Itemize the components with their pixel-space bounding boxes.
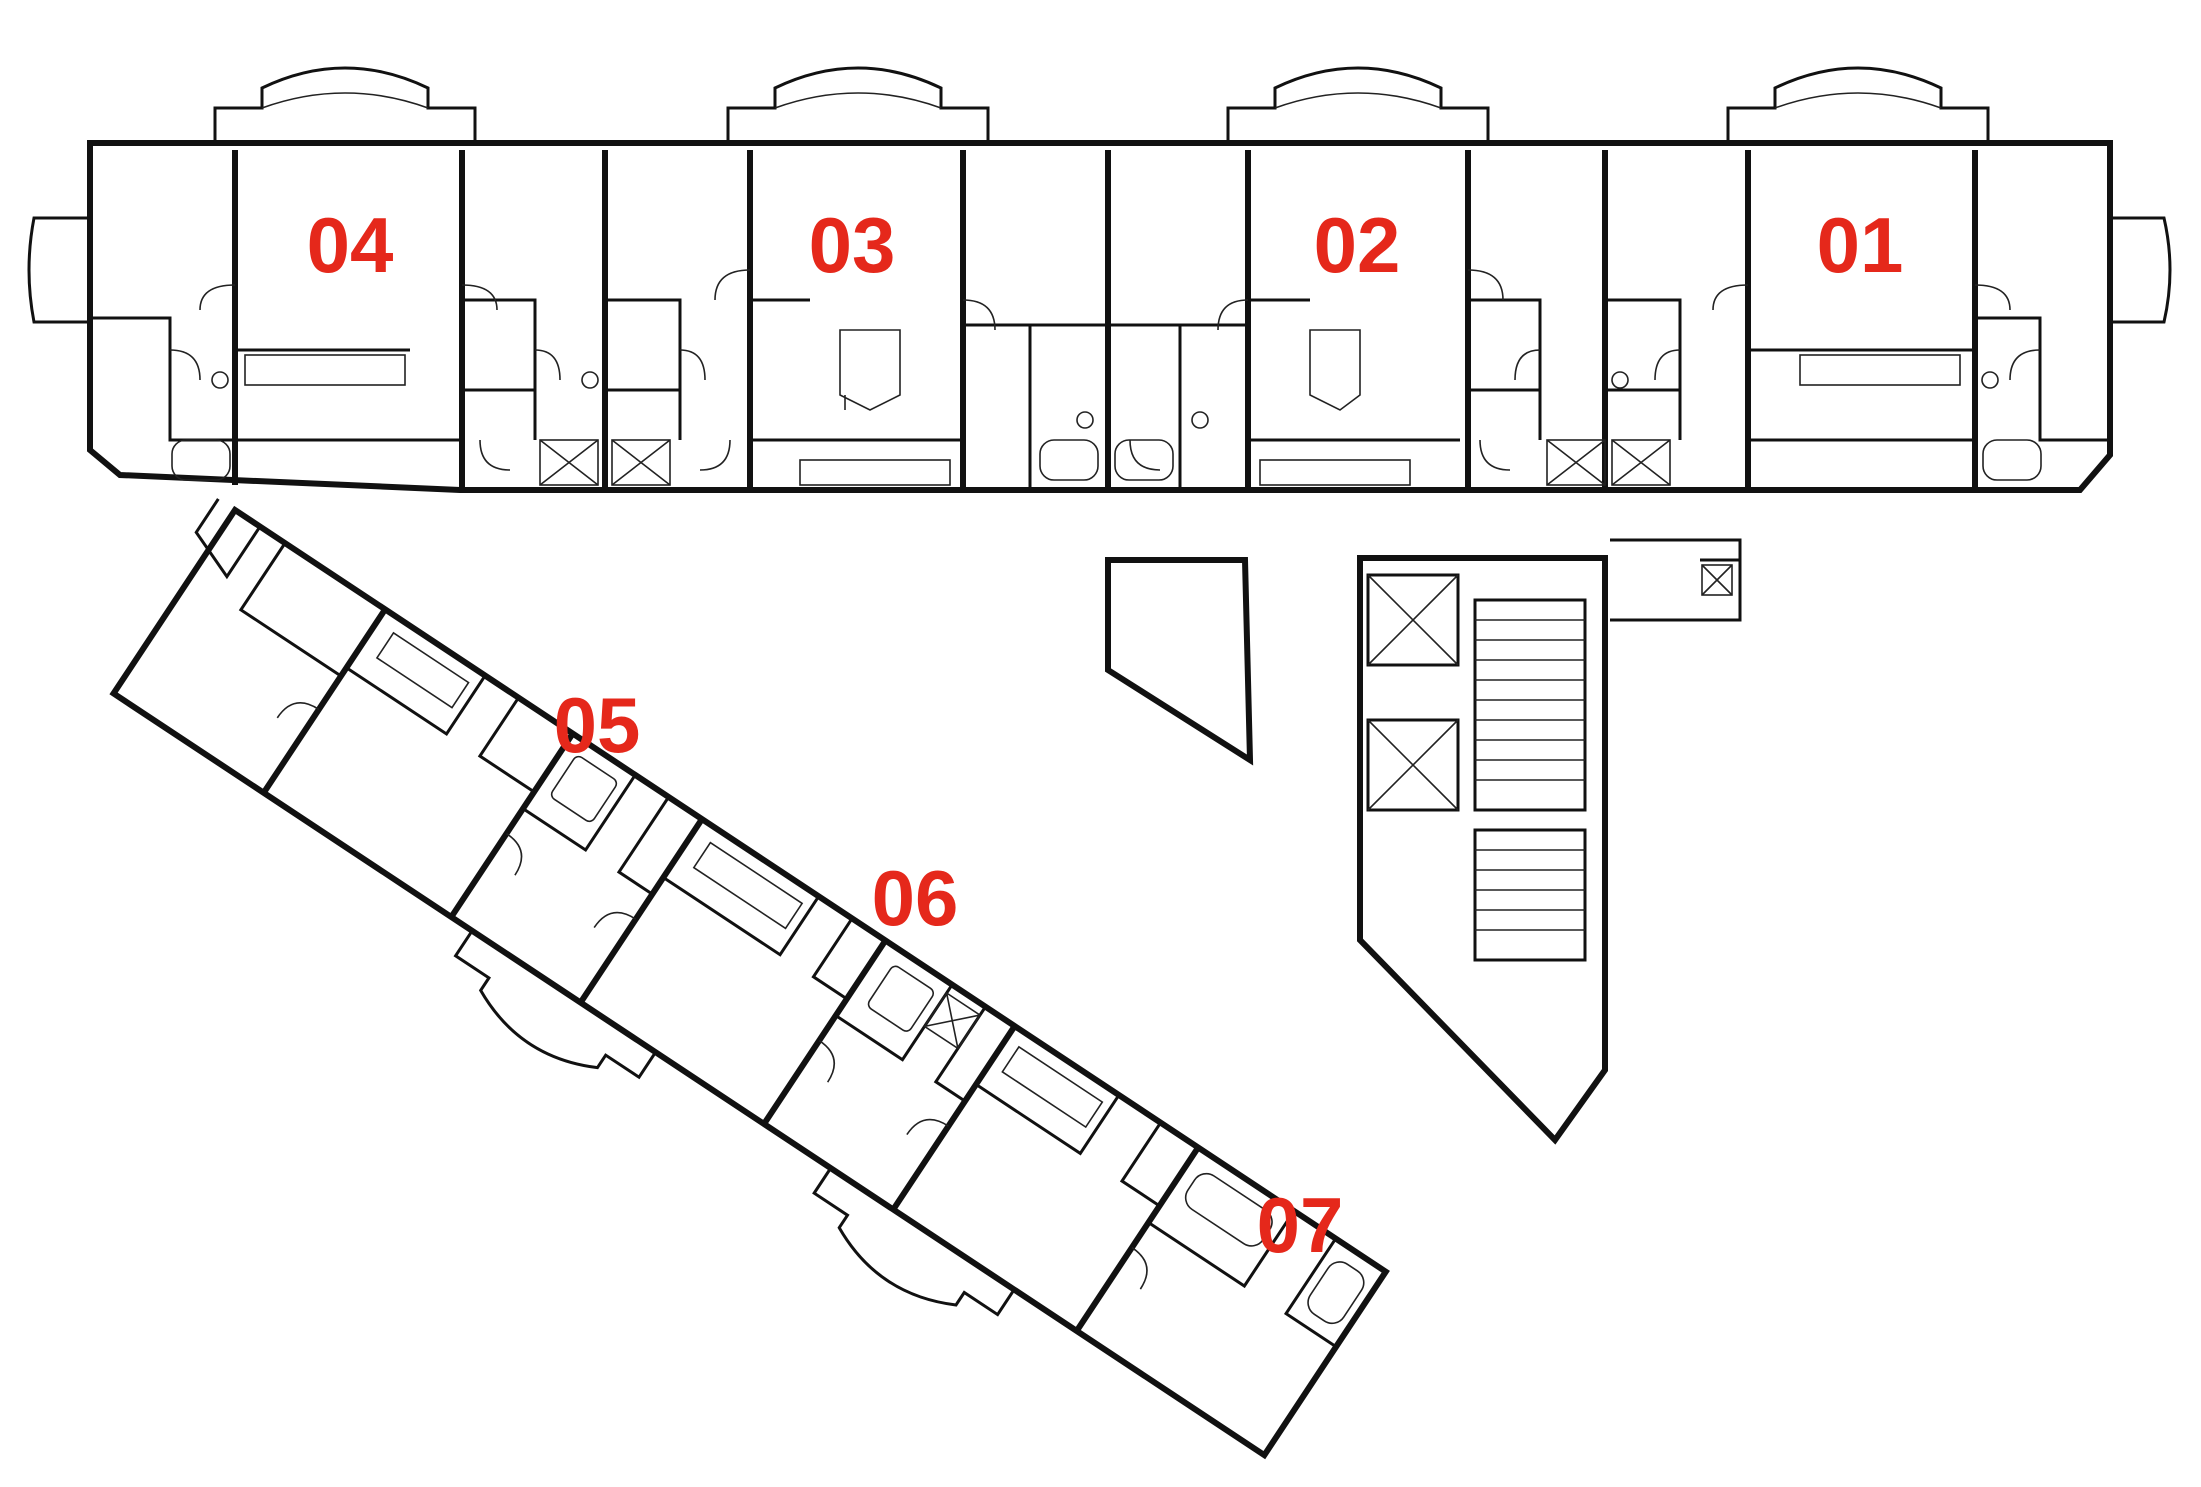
left-bay-window — [27, 216, 90, 324]
top-wing-outer-wall — [87, 140, 2113, 493]
diagonal-wing-outer-wall — [109, 505, 1390, 1460]
elevator-2 — [1366, 718, 1460, 812]
unit-label-06: 06 — [872, 854, 959, 942]
unit-label-01: 01 — [1817, 201, 1904, 289]
unit-label-03: 03 — [809, 201, 896, 289]
diagonal-wing — [109, 498, 1390, 1460]
top-balconies — [213, 66, 1990, 143]
central-core — [1105, 538, 1742, 1145]
elevator-1 — [1366, 573, 1460, 667]
unit-label-02: 02 — [1314, 201, 1401, 289]
unit-label-05: 05 — [554, 681, 641, 769]
top-wing — [27, 66, 2172, 493]
unit-labels: 04 03 02 01 05 06 07 — [307, 201, 1904, 1269]
fixtures-top — [171, 329, 2042, 486]
stair-2 — [1473, 828, 1587, 962]
unit-label-07: 07 — [1257, 1181, 1344, 1269]
core-stair-block — [1357, 555, 1608, 1145]
right-bay-window — [2110, 216, 2172, 324]
unit-label-04: 04 — [307, 201, 394, 289]
door-swings — [169, 269, 2041, 471]
core-left-wedge — [1105, 557, 1254, 766]
demising-walls — [232, 150, 1978, 490]
stair-1 — [1473, 598, 1587, 812]
interior-partitions — [90, 298, 2110, 490]
